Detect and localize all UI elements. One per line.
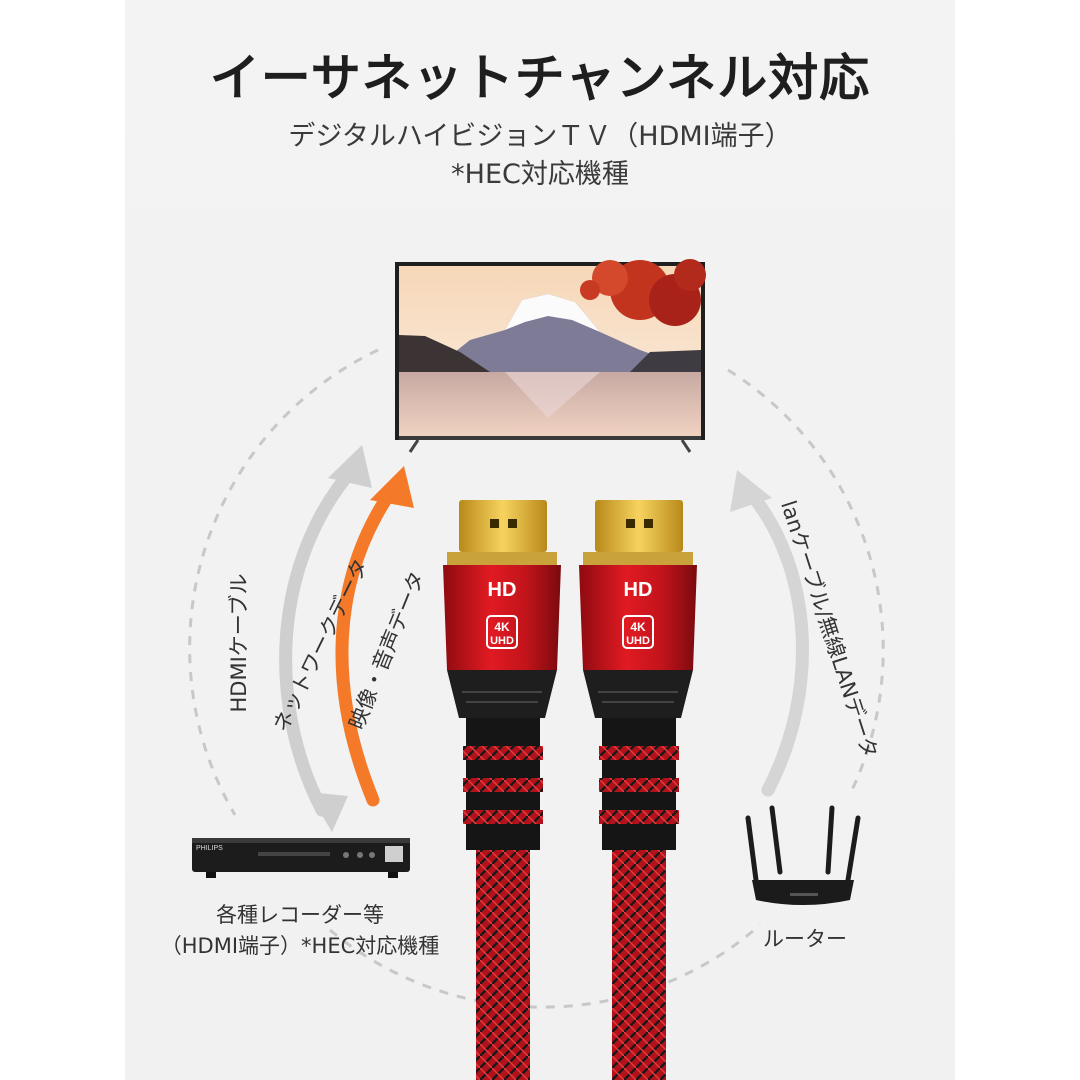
recorder-caption-line2: （HDMI端子）*HEC対応機種 xyxy=(160,934,440,958)
dashed-arc-bottom xyxy=(329,923,761,1009)
hd-logo-left: HD xyxy=(488,579,517,601)
hdmi-connector-left xyxy=(443,500,561,1080)
lan-arrow-shaft xyxy=(745,488,809,797)
network-arrow-head-bottom xyxy=(308,792,348,832)
badge-uhd-right: UHD xyxy=(626,635,650,647)
av-arrow-shaft xyxy=(335,483,399,807)
badge-4k-left: 4K xyxy=(494,620,510,634)
dashed-arc-right xyxy=(727,368,885,791)
tv-caption-line1: デジタルハイビジョンＴＶ（HDMI端子） xyxy=(288,121,792,152)
router-caption: ルーター xyxy=(763,927,847,951)
hdmi-cable-label: HDMIケーブル xyxy=(227,573,251,713)
tv-icon xyxy=(395,259,706,453)
recorder-brand: PHILIPS xyxy=(196,845,223,852)
badge-uhd-left: UHD xyxy=(490,635,514,647)
recorder-icon xyxy=(192,838,410,878)
dashed-arc-left xyxy=(188,348,379,816)
recorder-caption: 各種レコーダー等 （HDMI端子）*HEC対応機種 xyxy=(150,900,450,962)
badge-4k-right: 4K xyxy=(630,620,646,634)
hd-logo-right: HD xyxy=(624,579,653,601)
av-arrow-head xyxy=(370,466,414,508)
recorder-caption-line1: 各種レコーダー等 xyxy=(216,903,384,927)
network-arrow-shaft xyxy=(279,463,359,817)
tv-caption-line2: *HEC対応機種 xyxy=(451,159,629,190)
router-icon xyxy=(745,805,861,905)
tv-caption: デジタルハイビジョンＴＶ（HDMI端子） *HEC対応機種 xyxy=(0,118,1080,194)
network-arrow-head-top xyxy=(328,445,372,488)
lan-arrow-head xyxy=(730,470,772,512)
hdmi-connector-right xyxy=(579,500,697,1080)
page-title: イーサネットチャンネル対応 xyxy=(209,49,871,107)
